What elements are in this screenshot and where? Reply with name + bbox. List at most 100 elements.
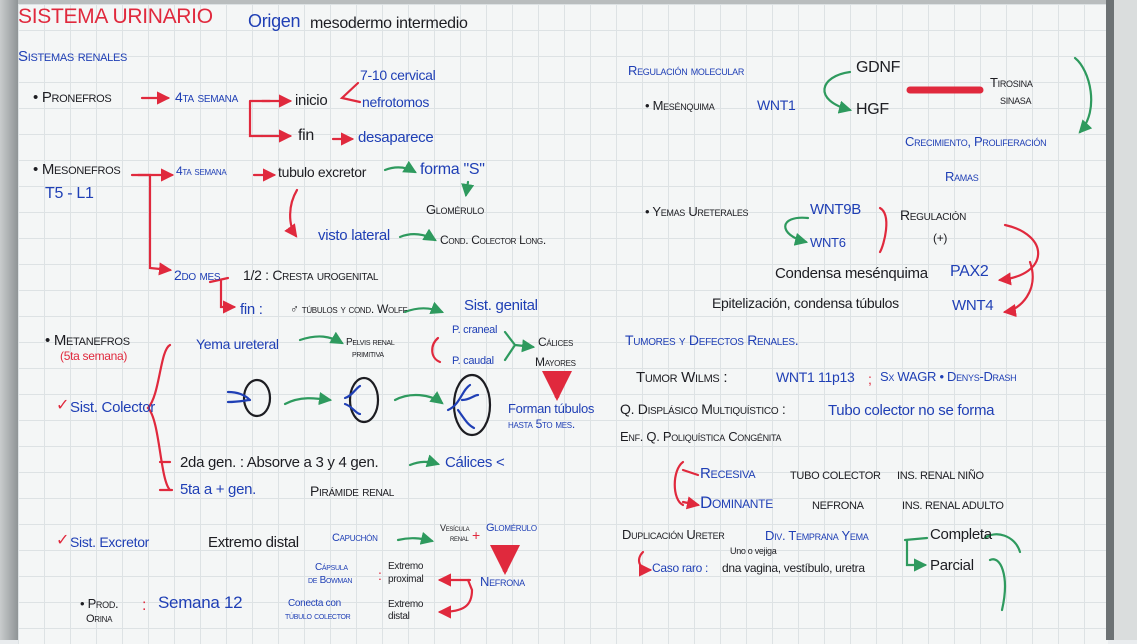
handwritten-note: Completa — [930, 526, 992, 543]
handwritten-note: Epitelización, condensa túbulos — [712, 295, 899, 311]
handwritten-note: : — [142, 597, 147, 614]
handwritten-note: • Pronefros — [33, 89, 112, 106]
handwritten-note: Sist. genital — [464, 297, 538, 314]
handwritten-note: INS. RENAL NIÑO — [897, 470, 984, 482]
handwritten-note: fin — [298, 127, 314, 144]
handwritten-note: ✓ — [56, 532, 70, 549]
handwritten-note: Cápsula — [315, 562, 348, 573]
handwritten-note: sinasa — [1000, 92, 1032, 107]
handwritten-note: Extremo distal — [208, 534, 299, 551]
handwritten-note: Tirosina — [990, 75, 1033, 90]
handwritten-note: Capuchón — [332, 532, 378, 544]
handwritten-note: Conecta con — [288, 598, 341, 609]
handwritten-note: dna vagina, vestíbulo, uretra — [722, 561, 865, 575]
handwritten-note: WNT4 — [952, 297, 994, 314]
wall — [1114, 0, 1137, 640]
handwritten-note: Condensa mesénquima — [775, 265, 928, 282]
handwritten-note: INS. RENAL ADULTO — [902, 500, 1004, 512]
handwritten-note: Extremo — [388, 561, 424, 572]
handwritten-note: GDNF — [856, 59, 901, 76]
handwritten-note: Sist. Excretor — [70, 534, 150, 550]
handwritten-note: Glomérulo — [426, 202, 484, 217]
handwritten-note: 2da gen. : Absorve a 3 y 4 gen. — [180, 454, 379, 471]
handwritten-note: nefrotomos — [362, 94, 430, 110]
handwritten-note: de Bowman — [308, 575, 353, 586]
handwritten-note: Sist. Colector — [70, 399, 155, 416]
handwritten-note: WNT1 — [757, 97, 796, 113]
handwritten-note: + — [472, 527, 480, 543]
handwritten-note: Glomérulo — [486, 522, 537, 534]
handwritten-note: Cond. Colector Long. — [440, 233, 546, 247]
handwritten-note: WNT1 11p13 — [776, 369, 855, 385]
handwritten-note: PAX2 — [950, 263, 989, 280]
handwritten-note: 4ta semana — [175, 89, 238, 105]
handwritten-note: distal — [388, 611, 410, 622]
handwritten-note: : — [378, 567, 382, 583]
handwritten-note: Recesiva — [700, 465, 756, 482]
handwritten-note: Cálices < — [445, 454, 505, 471]
handwritten-note: Sistemas renales — [18, 48, 128, 65]
handwritten-note: Mayores — [535, 355, 576, 369]
handwritten-note: Pirámide renal — [310, 483, 395, 499]
handwritten-note: • Prod. — [80, 596, 119, 611]
handwritten-note: Regulación — [900, 207, 967, 223]
whiteboard-frame-right — [1106, 0, 1114, 640]
handwritten-note: mesodermo intermedio — [310, 15, 468, 32]
handwritten-note: Caso raro : — [652, 561, 709, 575]
handwritten-note: Uno o vejiga — [730, 546, 777, 556]
handwritten-note: Dominante — [700, 493, 773, 512]
handwritten-note: Sx WAGR • Denys-Drash — [880, 369, 1017, 384]
handwritten-note: Q. Displásico Multiquístico : — [620, 401, 786, 417]
handwritten-note: P. craneal — [452, 324, 498, 336]
ureter-sketch — [983, 533, 1022, 612]
handwritten-note: tubulo excretor — [278, 164, 367, 180]
handwritten-note: Tubo colector no se forma — [828, 402, 995, 419]
handwritten-note: Semana 12 — [158, 593, 243, 612]
handwritten-note: Nefrona — [480, 574, 525, 589]
handwritten-note: ♂ túbulos y cond. Wolff — [290, 302, 408, 316]
handwritten-note: inicio — [295, 92, 328, 109]
handwritten-note: Cálices — [538, 335, 574, 349]
handwritten-note: Origen — [248, 11, 301, 31]
handwritten-note: (5ta semana) — [60, 349, 128, 363]
handwritten-note: Ramas — [945, 169, 979, 184]
handwritten-note: primitiva — [352, 349, 384, 360]
handwritten-note: Tumores y Defectos Renales. — [625, 332, 799, 348]
handwritten-note: proximal — [388, 574, 424, 585]
handwritten-note: HGF — [856, 101, 889, 118]
board-title: SISTEMA URINARIO — [18, 5, 213, 28]
handwritten-note: 1/2 : Cresta urogenital — [243, 267, 379, 283]
handwritten-note: 4ta semana — [176, 164, 227, 178]
handwritten-note: Enf. Q. Poliquística Congénita — [620, 429, 782, 444]
handwritten-note: 2do mes — [174, 267, 221, 283]
handwritten-note: • Yemas Ureterales — [645, 204, 749, 219]
handwritten-note: WNT9B — [810, 201, 862, 218]
handwritten-note: Yema ureteral — [196, 336, 279, 352]
handwritten-note: fin : — [240, 301, 263, 318]
handwritten-note: NEFRONA — [812, 500, 864, 512]
handwritten-note: (+) — [933, 231, 948, 245]
kidney-sketch — [226, 373, 492, 437]
handwritten-note: forma "S" — [420, 161, 485, 178]
whiteboard: SISTEMA URINARIO — [18, 4, 1108, 644]
handwritten-note: 5ta a + gen. — [180, 481, 257, 498]
handwritten-note: túbulo colector — [285, 611, 351, 622]
handwritten-note: Parcial — [930, 557, 974, 574]
handwritten-note: WNT6 — [810, 235, 846, 250]
handwritten-note: Orina — [86, 613, 113, 625]
handwritten-note: • Metanefros — [45, 332, 130, 349]
whiteboard-frame-left — [0, 0, 18, 640]
handwritten-note: Vesícula — [440, 523, 470, 533]
handwritten-note: • Mesonefros — [33, 161, 121, 178]
handwritten-note: Crecimiento, Proliferación — [905, 134, 1047, 149]
whiteboard-frame-top — [0, 0, 1137, 5]
handwritten-note: hasta 5to mes. — [508, 417, 575, 431]
handwritten-note: Pelvis renal — [346, 337, 395, 348]
handwritten-note: desaparece — [358, 129, 434, 146]
handwritten-note: T5 - L1 — [45, 185, 94, 202]
handwritten-note: ✓ — [56, 397, 70, 414]
handwritten-note: 7-10 cervical — [360, 67, 436, 83]
handwritten-note: ; — [868, 371, 872, 387]
handwritten-note: Div. Temprana Yema — [765, 528, 869, 543]
